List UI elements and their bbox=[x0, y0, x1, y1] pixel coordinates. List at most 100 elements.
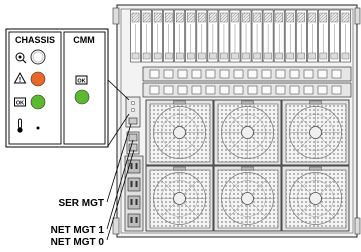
power-outlet[interactable] bbox=[127, 195, 141, 210]
network-port[interactable] bbox=[177, 69, 188, 79]
svg-text:OK: OK bbox=[16, 101, 24, 107]
net-mgt-0-port[interactable] bbox=[128, 143, 138, 152]
blade-slot-row bbox=[130, 9, 351, 63]
ser-mgt-port[interactable] bbox=[128, 117, 138, 125]
network-port[interactable] bbox=[331, 69, 342, 79]
blade-slot bbox=[240, 9, 252, 63]
net-mgt-0-leader bbox=[106, 149, 135, 241]
network-port[interactable] bbox=[289, 69, 300, 79]
fan-latch[interactable] bbox=[173, 100, 186, 105]
fan-latch[interactable] bbox=[309, 100, 322, 105]
fan-latch[interactable] bbox=[173, 166, 186, 171]
blade-slot bbox=[207, 9, 219, 63]
network-port[interactable] bbox=[177, 85, 188, 95]
network-port[interactable] bbox=[317, 85, 328, 95]
blade-slot bbox=[141, 9, 152, 63]
led-panel: CHASSIS ! OK CMM bbox=[5, 28, 109, 148]
fan-icon bbox=[289, 106, 342, 159]
power-outlet[interactable] bbox=[127, 159, 141, 174]
chassis-inner-frame bbox=[120, 8, 354, 234]
power-outlet[interactable] bbox=[127, 213, 141, 228]
network-port[interactable] bbox=[163, 69, 174, 79]
net-mgt-1-leader bbox=[106, 139, 134, 230]
fan-module bbox=[281, 99, 350, 166]
cmm-led-box bbox=[63, 31, 106, 145]
power-outlet[interactable] bbox=[127, 177, 141, 192]
network-port[interactable] bbox=[247, 85, 258, 95]
cmm-ok-led bbox=[74, 89, 90, 105]
network-port[interactable] bbox=[317, 69, 328, 79]
net-mgt-1-port[interactable] bbox=[128, 133, 138, 142]
network-port[interactable] bbox=[191, 85, 202, 95]
blade-slot bbox=[185, 9, 197, 63]
net-mgt-1-label: NET MGT 1 bbox=[51, 225, 105, 236]
blade-slot bbox=[174, 9, 186, 63]
fan-latch[interactable] bbox=[241, 100, 254, 105]
fan-icon bbox=[289, 172, 342, 225]
network-port[interactable] bbox=[331, 85, 342, 95]
thermometer-icon bbox=[17, 118, 23, 133]
blade-slot bbox=[340, 9, 351, 63]
blade-slot bbox=[318, 9, 329, 63]
network-module-ports bbox=[149, 69, 342, 95]
network-port[interactable] bbox=[247, 69, 258, 79]
network-port[interactable] bbox=[303, 85, 314, 95]
mount-tab-right-top bbox=[354, 7, 361, 25]
cmm-led-1 bbox=[130, 100, 136, 106]
chassis-title: CHASSIS bbox=[15, 35, 55, 45]
network-port[interactable] bbox=[191, 69, 202, 79]
fan-module bbox=[145, 99, 214, 166]
warning-icon: ! bbox=[13, 71, 27, 84]
cmm-module bbox=[125, 96, 141, 155]
fan-latch[interactable] bbox=[241, 166, 254, 171]
network-port[interactable] bbox=[149, 85, 160, 95]
network-port[interactable] bbox=[219, 85, 230, 95]
ser-mgt-leader bbox=[106, 123, 132, 203]
chassis-led-box bbox=[8, 31, 62, 145]
callouts: SER MGT NET MGT 1 NET MGT 0 bbox=[51, 123, 135, 248]
mount-tab-right-bottom bbox=[354, 217, 361, 235]
blade-slot bbox=[329, 9, 340, 63]
blade-slot bbox=[295, 9, 307, 63]
blade-slot bbox=[306, 9, 318, 63]
blade-slot bbox=[163, 9, 174, 63]
blade-slot bbox=[284, 9, 296, 63]
network-port[interactable] bbox=[149, 69, 160, 79]
network-port[interactable] bbox=[275, 85, 286, 95]
net-mgt-0-label: NET MGT 0 bbox=[51, 237, 105, 248]
panel-leader-lines bbox=[107, 79, 130, 147]
network-port[interactable] bbox=[261, 69, 272, 79]
fan-icon bbox=[153, 172, 206, 225]
power-supply-column bbox=[124, 155, 144, 232]
fan-module bbox=[145, 165, 214, 232]
cmm-led-2 bbox=[130, 107, 136, 113]
network-port[interactable] bbox=[233, 69, 244, 79]
network-port[interactable] bbox=[205, 69, 216, 79]
fan-latch[interactable] bbox=[309, 166, 322, 171]
network-modules bbox=[142, 66, 352, 98]
network-port[interactable] bbox=[205, 85, 216, 95]
power-supply-outlets bbox=[124, 155, 144, 232]
svg-text:!: ! bbox=[19, 77, 21, 84]
network-port[interactable] bbox=[261, 85, 272, 95]
fan-icon bbox=[221, 106, 274, 159]
network-port[interactable] bbox=[163, 85, 174, 95]
blade-slot bbox=[273, 9, 285, 63]
network-port[interactable] bbox=[233, 85, 244, 95]
blade-slot bbox=[218, 9, 230, 63]
network-port[interactable] bbox=[275, 69, 286, 79]
network-port[interactable] bbox=[219, 69, 230, 79]
locate-led-inner bbox=[32, 51, 44, 63]
blade-slot bbox=[130, 9, 141, 63]
network-port[interactable] bbox=[289, 85, 300, 95]
network-port[interactable] bbox=[303, 69, 314, 79]
svg-text:OK: OK bbox=[77, 79, 85, 85]
blade-slot bbox=[196, 9, 208, 63]
fan-module bbox=[281, 165, 350, 232]
fan-module bbox=[213, 99, 282, 166]
fan-module bbox=[213, 165, 282, 232]
locate-icon bbox=[15, 52, 27, 64]
temperature-led bbox=[36, 126, 40, 130]
fan-modules bbox=[145, 99, 350, 232]
